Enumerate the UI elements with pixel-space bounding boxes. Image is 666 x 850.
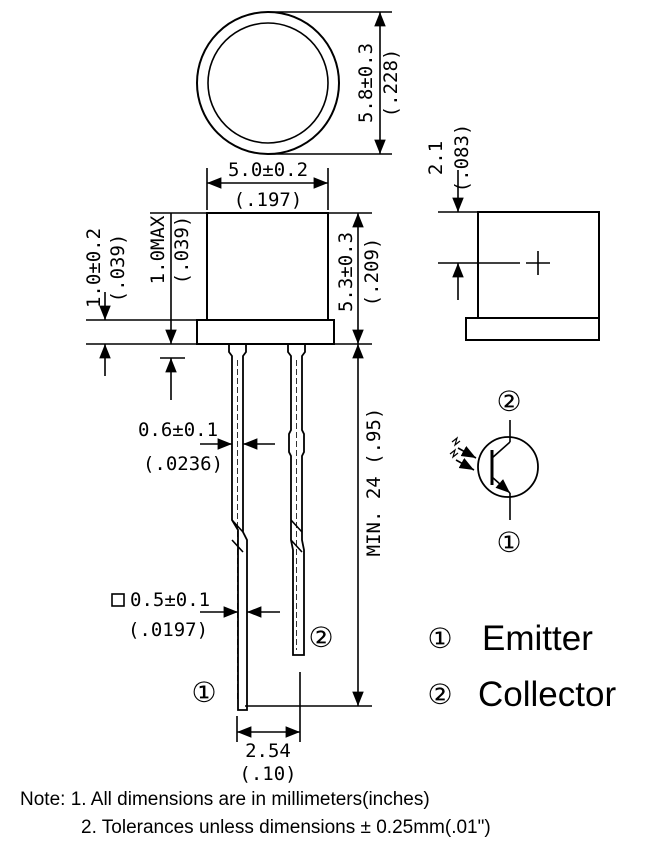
lead-spacing-mm: 2.54 xyxy=(245,740,291,762)
top-diameter-mm: 5.8±0.3 xyxy=(355,43,377,123)
lead-square-mm: 0.5±0.1 xyxy=(130,589,210,611)
side-view xyxy=(438,170,600,341)
lead-spacing-in: (.10) xyxy=(239,763,296,785)
lead-width-in: (.0236) xyxy=(143,453,223,475)
dimension-labels: 5.8±0.3 (.228) 5.0±0.2 (.197) 1.0±0.2 (.… xyxy=(83,43,473,785)
lead-collector xyxy=(287,344,306,656)
symbol-pin-1: ① xyxy=(496,526,521,559)
pin-1-marker: ① xyxy=(191,676,216,709)
body-width-mm: 5.0±0.2 xyxy=(228,159,308,181)
top-diameter-in: (.228) xyxy=(380,49,402,118)
note-line-2: 2. Tolerances unless dimensions ± 0.25mm… xyxy=(81,817,491,838)
lead-length-label: MIN. 24 (.95) xyxy=(363,408,385,557)
body-height-mm: 5.3±0.3 xyxy=(335,232,357,312)
front-view-body xyxy=(196,212,335,345)
legend-pin-2: ② xyxy=(427,678,452,711)
left-dimensions xyxy=(86,212,207,400)
legend-emitter: Emitter xyxy=(482,619,593,658)
lead-spacing-dimension xyxy=(236,672,301,742)
pin-labels: ① ② ② ① ① Emitter ② Collector xyxy=(191,385,616,714)
top-view xyxy=(196,11,392,155)
body-width-dimension xyxy=(206,168,329,210)
legend-pin-1: ① xyxy=(427,622,452,655)
pin-2-marker: ② xyxy=(308,621,333,654)
lead-length-dimension xyxy=(245,344,372,707)
legend-collector: Collector xyxy=(478,675,616,714)
symbol-pin-2: ② xyxy=(496,385,521,418)
flange-mm: 1.0±0.2 xyxy=(83,228,105,308)
lead-width-mm: 0.6±0.1 xyxy=(138,419,218,441)
dome-max-in: (.039) xyxy=(171,216,193,285)
side-offset-mm: 2.1 xyxy=(425,141,447,175)
lead-square-in: (.0197) xyxy=(128,619,208,641)
body-height-in: (.209) xyxy=(361,238,383,307)
square-lead-icon xyxy=(111,593,125,607)
dome-max-mm: 1.0MAX xyxy=(147,215,169,284)
note-line-1: Note: 1. All dimensions are in millimete… xyxy=(20,789,430,810)
lead-width-arrows xyxy=(200,438,280,618)
lead-emitter xyxy=(228,344,248,711)
flange-in: (.039) xyxy=(107,234,129,303)
side-offset-in: (.083) xyxy=(451,124,473,193)
body-width-in: (.197) xyxy=(234,189,303,211)
phototransistor-symbol xyxy=(449,420,539,520)
